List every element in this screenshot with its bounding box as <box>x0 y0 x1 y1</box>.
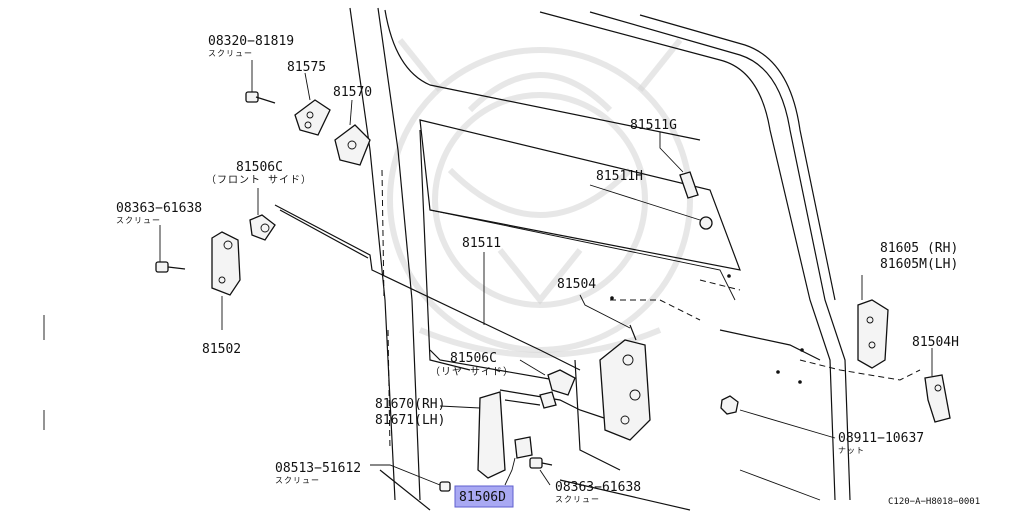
label-08911-10637-note: ナット <box>838 446 865 455</box>
part-81570-latch <box>334 124 371 166</box>
part-81605-hinge <box>857 299 889 369</box>
label-81502: 81502 <box>202 342 241 357</box>
label-81511h: 81511H <box>596 169 643 184</box>
part-81506c-rear-clip <box>539 369 576 409</box>
screw-08513-icon <box>439 481 451 492</box>
label-08911-10637: 08911−10637 <box>838 431 924 446</box>
label-08363-61638-right: 08363−61638 <box>555 480 641 495</box>
label-81511: 81511 <box>462 236 501 251</box>
label-08320-81819: 08320−81819 <box>208 34 294 49</box>
screw-08320-icon <box>245 91 276 104</box>
label-08363-61638-right-note: スクリュー <box>555 495 600 504</box>
label-81504: 81504 <box>557 277 596 292</box>
part-81502-bracket <box>211 231 241 296</box>
label-81506c-front: 81506C <box>236 160 283 175</box>
part-81504h-striker <box>924 374 951 423</box>
label-08513-51612: 08513−51612 <box>275 461 361 476</box>
label-81671: 81671(LH) <box>375 413 445 428</box>
label-08363-61638-left-note: スクリュー <box>116 216 161 225</box>
label-81605: 81605 (RH) <box>880 241 958 256</box>
door-outline <box>43 7 921 511</box>
part-81506c-front-clip <box>249 214 276 241</box>
label-81511g: 81511G <box>630 118 677 133</box>
reference-code: C120−A−H8018−0001 <box>888 497 980 507</box>
reference-dots <box>610 274 804 384</box>
label-81570: 81570 <box>333 85 372 100</box>
part-labels: 08320−81819 スクリュー 81575 81570 81506C （フロ… <box>116 34 980 508</box>
label-08320-81819-note: スクリュー <box>208 49 253 58</box>
label-08513-51612-note: スクリュー <box>275 476 320 485</box>
part-81511h-clip <box>699 216 713 230</box>
nut-08911-icon <box>720 395 739 415</box>
label-81506c-front-note: （フロント サイド） <box>206 174 312 186</box>
leader-lines <box>159 60 933 486</box>
highlight-81506d <box>454 485 514 508</box>
part-81575-plate <box>294 99 331 136</box>
label-81575: 81575 <box>287 60 326 75</box>
screw-08363-left-icon <box>155 261 186 273</box>
part-81670-inside-handle <box>477 391 541 479</box>
label-08363-61638-left: 08363−61638 <box>116 201 202 216</box>
label-81506c-rear-note: （リヤ サイド） <box>430 366 514 378</box>
rod-assembly <box>274 204 611 421</box>
watermark-emblem <box>387 38 693 358</box>
label-81605m: 81605M(LH) <box>880 257 958 272</box>
label-81506c-rear: 81506C <box>450 351 497 366</box>
part-81504-lock-assembly <box>599 324 651 441</box>
label-81506d: 81506D <box>459 490 506 505</box>
part-81511g-pin <box>679 171 699 199</box>
label-81670: 81670(RH) <box>375 397 445 412</box>
screw-08363-right-icon <box>529 457 553 469</box>
label-81504h: 81504H <box>912 335 959 350</box>
